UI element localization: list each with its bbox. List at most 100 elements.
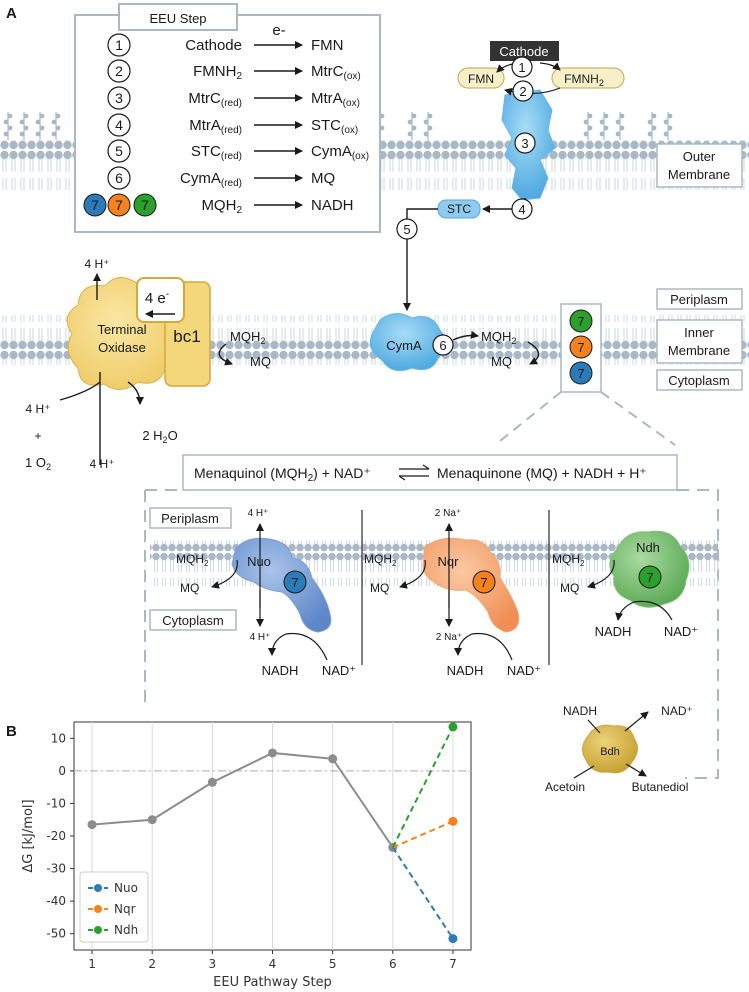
fmn-label: FMN (468, 72, 494, 86)
nqr-mqh2: MQH2 (364, 552, 397, 568)
lps-sugar (23, 113, 29, 119)
lps-sugar (35, 119, 41, 125)
detail-periplasm: Periplasm (161, 511, 219, 526)
lps-sugar (427, 125, 433, 131)
outer-step-3: 3 (521, 136, 528, 151)
lps-sugar (603, 113, 609, 119)
lps-sugar (599, 119, 605, 125)
badge-7-nuo: 7 (577, 366, 584, 381)
h4-top-label: 4 H⁺ (84, 257, 109, 271)
electron-label: e- (272, 22, 285, 39)
nqr-badge: 7 (480, 575, 487, 590)
y-axis-label: ΔG [kJ/mol] (21, 799, 36, 872)
eeu-step-number: 5 (115, 143, 123, 159)
ndh-badge: 7 (646, 570, 653, 585)
lps-sugar (3, 119, 9, 125)
terminal-oxidase-group: Terminal Oxidase bc1 4 e- 4 H⁺ MQH2 MQ 4… (25, 257, 271, 472)
badge-7-nqr: 7 (577, 340, 584, 355)
bdh-butanediol: Butanediol (632, 780, 689, 794)
y-tick-label: 10 (51, 731, 66, 745)
y-tick-label: -10 (46, 796, 66, 810)
bdh-nadh: NADH (563, 704, 597, 718)
lps-sugar (7, 113, 13, 119)
nuo-top-ion: 4 H⁺ (248, 508, 269, 519)
lps-sugar (411, 125, 417, 131)
bdh-label: Bdh (600, 746, 620, 758)
lps-sugar (587, 125, 593, 131)
outer-step-5: 5 (403, 222, 410, 237)
cyma-label: CymA (386, 338, 422, 353)
plus-label: + (34, 429, 41, 443)
legend-entry: Nuo (114, 881, 138, 895)
nqr-mq: MQ (370, 581, 389, 595)
cathode-box (490, 41, 559, 61)
four-e-label: 4 e- (145, 289, 169, 307)
nqr-top-ion: 2 Na⁺ (435, 508, 461, 519)
eeu-step-number: 7 (141, 197, 149, 213)
eeu-step-circle (133, 193, 157, 217)
seven-badges: 7 7 7 (494, 303, 676, 446)
series-point-nuo (448, 934, 458, 944)
terminal-label-2: Oxidase (98, 340, 146, 355)
lps-sugar (7, 125, 13, 131)
x-tick-label: 4 (269, 957, 277, 971)
eeu-from: MQH2 (201, 197, 242, 216)
bc1-mq: MQ (250, 354, 271, 369)
lps-sugar (423, 131, 429, 137)
lps-sugar (55, 113, 61, 119)
lps-sugar (39, 113, 45, 119)
eeu-to: FMN (311, 37, 344, 54)
lps-sugar (407, 119, 413, 125)
eeu-from: Cathode (185, 37, 242, 54)
periplasm-label: Periplasm (670, 292, 728, 307)
main-series-point (147, 815, 157, 825)
eeu-to: NADH (311, 197, 354, 214)
lps-sugar (51, 119, 57, 125)
terminal-label-1: Terminal (97, 322, 146, 337)
series-line-ndh (391, 726, 454, 848)
main-series-point (328, 754, 338, 764)
fmnh2-label: FMNH2 (564, 72, 604, 88)
detail-cytoplasm: Cytoplasm (162, 613, 223, 628)
inner-compartment-labels: Periplasm Inner Membrane Cytoplasm (656, 288, 743, 391)
lps-sugar (55, 125, 61, 131)
lps-sugar (23, 125, 29, 131)
main-series-point (207, 777, 217, 787)
ndh-mqh2: MQH2 (552, 552, 585, 568)
bdh-nad: NAD⁺ (661, 704, 693, 718)
lps-sugar (647, 119, 653, 125)
lps-sugar (615, 119, 621, 125)
outer-step-1: 1 (518, 60, 525, 75)
panel-a-label: A (6, 5, 17, 22)
eeu-step-number: 1 (115, 37, 123, 53)
nqr-bottom-ion: 2 Na⁺ (436, 632, 462, 643)
x-tick-label: 1 (88, 957, 96, 971)
nqr-label: Nqr (438, 554, 460, 569)
inner-label-2: Membrane (668, 343, 730, 358)
bc1-mqh2: MQH2 (230, 329, 265, 346)
nuo-complex: Nuo 7 4 H⁺ 4 H⁺ MQH2 MQ NADH NAD⁺ (176, 508, 356, 678)
lps-sugar (407, 131, 413, 137)
cyma-mqh2: MQH2 (481, 329, 516, 346)
eeu-step-circle (107, 113, 131, 137)
lps-sugar (3, 131, 9, 137)
legend-entry: Ndh (114, 923, 138, 937)
ndh-mq: MQ (560, 581, 579, 595)
eeu-step-number: 7 (91, 197, 99, 213)
y-tick-label: 0 (58, 764, 66, 778)
x-tick-label: 5 (329, 957, 337, 971)
eeu-step-circle (107, 166, 131, 190)
x-tick-label: 6 (389, 957, 397, 971)
nuo-label: Nuo (247, 554, 271, 569)
nqr-complex: Nqr 7 2 Na⁺ 2 Na⁺ MQH2 MQ NADH NAD⁺ (364, 508, 541, 678)
main-series-point (268, 748, 277, 758)
series-point-ndh (448, 722, 458, 732)
outer-step-2: 2 (519, 84, 526, 99)
cyma-mq: MQ (491, 354, 512, 369)
cyma-group: CymA 6 MQH2 MQ (369, 313, 540, 372)
lps-sugar (663, 131, 669, 137)
x-axis-label: EEU Pathway Step (213, 975, 332, 990)
